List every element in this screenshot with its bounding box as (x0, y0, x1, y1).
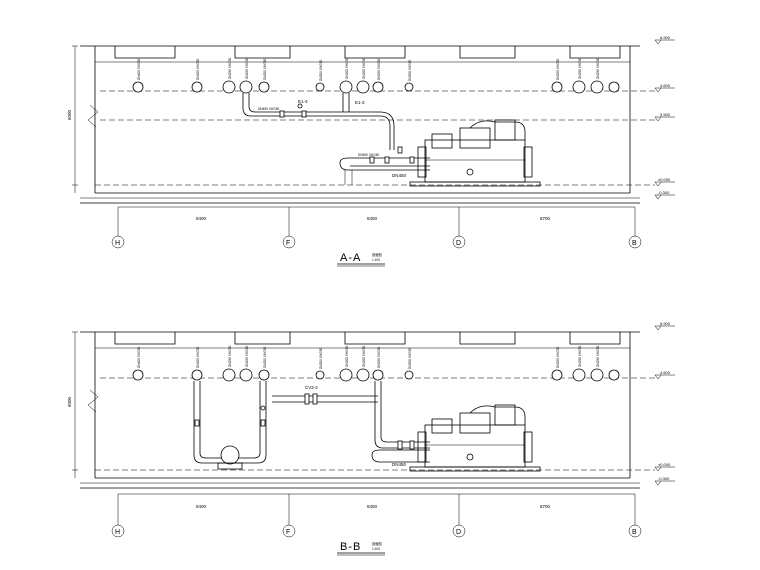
axis-h: H (115, 240, 120, 247)
level-0000: ±0.000 (658, 462, 671, 467)
section-b-dim-line (117, 493, 636, 525)
pipe-label: DN400 XHG50 (137, 59, 141, 80)
pipe-label: DN250 XHG50 (228, 346, 232, 367)
axis-b: B (632, 240, 637, 247)
dim-8700: 8700 (540, 504, 551, 509)
pipe-label: DN200 XHG50 (345, 58, 349, 79)
pipe-label: DN250 XHG50 (556, 347, 560, 368)
section-b-title-block: B-B 剖面图 1:100 (337, 541, 385, 556)
dim-8400-a: 8400 (196, 504, 207, 509)
section-b-overhead-pipes (132, 368, 620, 382)
section-b-pipe-labels: DN400 XHG50 DN400 XHG50 DN250 XHG50 DN25… (137, 346, 600, 369)
level-4600: 4.600 (660, 370, 671, 375)
pipe-label: DN200 XHG50 (263, 59, 267, 80)
dim-8700: 8700 (540, 216, 551, 221)
pipe-label: DN200 XHG50 (319, 348, 323, 369)
note-cv2-2: CV2-2 (305, 385, 318, 390)
section-b-axes (111, 524, 642, 538)
note-dn450-b: DN450 XHG50 (358, 153, 379, 157)
note-dn450-a: DN450 XHG50 (258, 107, 279, 111)
section-a-height-dim: 6000 (67, 109, 72, 120)
pipe-label: DN400 XHG50 (196, 347, 200, 368)
pipe-label: DN400 XHG50 (137, 347, 141, 368)
pipe-label: DN250 XHG50 (556, 59, 560, 80)
note-dn450: DN450 (392, 462, 407, 467)
level-6900: 6.900 (660, 321, 671, 326)
pipe-label: DN250 XHG50 (578, 58, 582, 79)
section-a-subtitle-2: 1:100 (372, 258, 380, 262)
pipe-label: DN250 XHG50 (596, 58, 600, 79)
section-b-b: 6000 6.900 4.600 ±0.000 -0.300 (67, 321, 675, 556)
section-b-chiller (409, 404, 541, 472)
section-a-levels: 6.900 4.600 3.500 ±0.000 -0.300 (654, 35, 675, 200)
axis-h: H (115, 529, 120, 536)
section-b-subtitle-2: 1:100 (372, 547, 380, 551)
pipe-label: DN250 XHG50 (596, 346, 600, 367)
pipe-label: DN200 XHG50 (319, 60, 323, 81)
pipe-label: DN200 XHG50 (362, 58, 366, 79)
pipe-label: DN250 XHG50 (578, 346, 582, 367)
section-b-title: B-B (340, 541, 361, 553)
section-a-title-block: A-A 剖面图 1:100 (337, 252, 385, 267)
axis-d: D (456, 529, 461, 536)
level-6900: 6.900 (660, 35, 671, 40)
note-e1-3: E1-3 (298, 99, 308, 104)
section-a-frame (72, 45, 655, 204)
pipe-label: DN400 XHG50 (196, 59, 200, 80)
section-b-frame (72, 331, 655, 489)
dim-8400-b: 8400 (367, 504, 378, 509)
note-e1-3b: E1-3 (355, 100, 365, 105)
pipe-label: DN200 XHG50 (362, 346, 366, 367)
pipe-label: DN250 XHG50 (245, 346, 249, 367)
level-0000: ±0.000 (658, 177, 671, 182)
level-3500: 3.500 (660, 112, 671, 117)
section-b-subtitle-1: 剖面图 (372, 541, 382, 546)
section-a-axes (111, 235, 642, 249)
dim-8400-b: 8400 (367, 216, 378, 221)
pipe-label: DN250 XHG50 (245, 58, 249, 79)
pipe-label: DN250 XHG50 (228, 58, 232, 79)
section-b-levels: 6.900 4.600 ±0.000 -0.300 (654, 321, 675, 486)
section-a-a: 6000 6.900 4.600 3.500 ±0.000 -0.300 (67, 35, 675, 267)
note-dn450-c: DN450 (392, 173, 407, 178)
section-b-height-dim: 6000 (67, 396, 72, 407)
level-minus-0300: -0.300 (658, 476, 670, 481)
pipe-label: DN250 XHG50 (408, 60, 412, 81)
section-a-pipe-runs (242, 93, 430, 185)
pipe-label: DN200 XHG50 (263, 347, 267, 368)
section-a-chiller (409, 119, 541, 187)
axis-b: B (632, 529, 637, 536)
dim-8400-a: 8400 (196, 216, 207, 221)
pipe-label: DN250 XHG50 (377, 59, 381, 80)
pipe-label: DN250 XHG50 (408, 348, 412, 369)
pipe-label: DN200 XHG50 (345, 346, 349, 367)
axis-d: D (456, 240, 461, 247)
pipe-label: DN250 XHG50 (377, 347, 381, 368)
section-a-dim-line (117, 206, 636, 236)
section-a-pipe-labels: DN400 XHG50 DN400 XHG50 DN250 XHG50 DN25… (137, 58, 600, 81)
section-b-pipe-runs (193, 381, 430, 470)
section-a-title: A-A (340, 252, 361, 264)
level-minus-0300: -0.300 (658, 190, 670, 195)
axis-f: F (286, 529, 290, 536)
axis-f: F (286, 240, 290, 247)
level-4600: 4.600 (660, 83, 671, 88)
section-a-overhead-pipes (132, 80, 620, 94)
section-a-subtitle-1: 剖面图 (372, 252, 382, 257)
